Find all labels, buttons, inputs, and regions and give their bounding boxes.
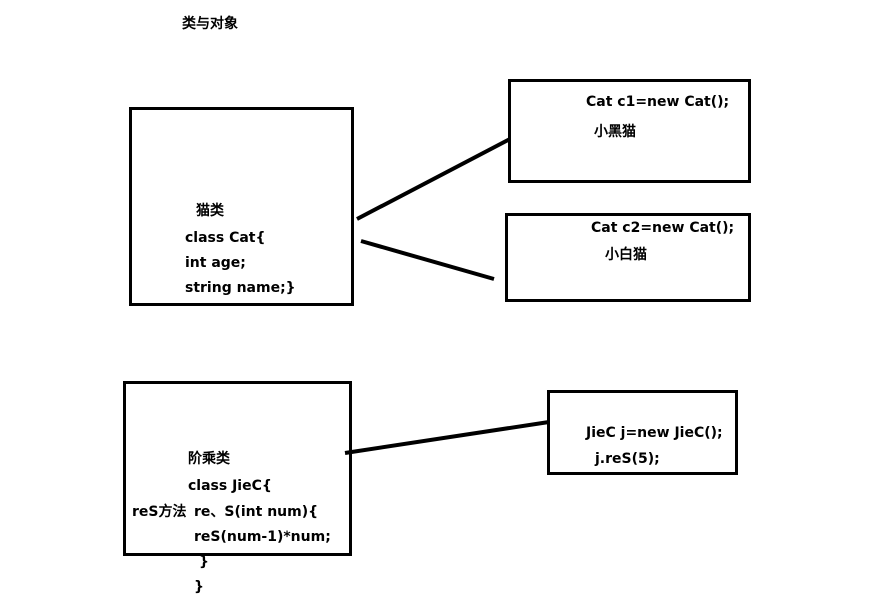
jiec-class-line: re、S(int num){ — [194, 504, 319, 520]
jiec-class-box — [123, 381, 352, 556]
cat-object-name: 小黑猫 — [594, 124, 636, 140]
cat-class-line: int age; — [185, 255, 246, 271]
jiec-object-line: JieC j=new JieC(); — [586, 425, 723, 441]
cat-object-box-c1 — [508, 79, 751, 183]
diagram-title: 类与对象 — [182, 16, 238, 32]
connector-line-c1 — [356, 137, 511, 221]
cat-object-name: 小白猫 — [605, 247, 647, 263]
jiec-class-line: class JieC{ — [188, 478, 272, 494]
jiec-object-box — [547, 390, 738, 475]
connector-line-jiec — [344, 420, 550, 455]
cat-class-line: string name;} — [185, 280, 296, 296]
cat-object-box-c2 — [505, 213, 751, 302]
cat-class-label: 猫类 — [196, 203, 224, 219]
jiec-class-line: reS(num-1)*num; — [194, 529, 331, 545]
jiec-method-note: reS方法 — [132, 504, 187, 520]
jiec-class-label: 阶乘类 — [188, 451, 230, 467]
cat-class-line: class Cat{ — [185, 230, 266, 246]
cat-class-box — [129, 107, 354, 306]
jiec-class-line: } — [194, 579, 204, 595]
cat-object-code: Cat c2=new Cat(); — [591, 220, 735, 236]
cat-object-code: Cat c1=new Cat(); — [586, 94, 730, 110]
jiec-class-line: } — [199, 554, 209, 570]
jiec-object-line: j.reS(5); — [595, 451, 660, 467]
connector-line-c2 — [360, 239, 495, 281]
